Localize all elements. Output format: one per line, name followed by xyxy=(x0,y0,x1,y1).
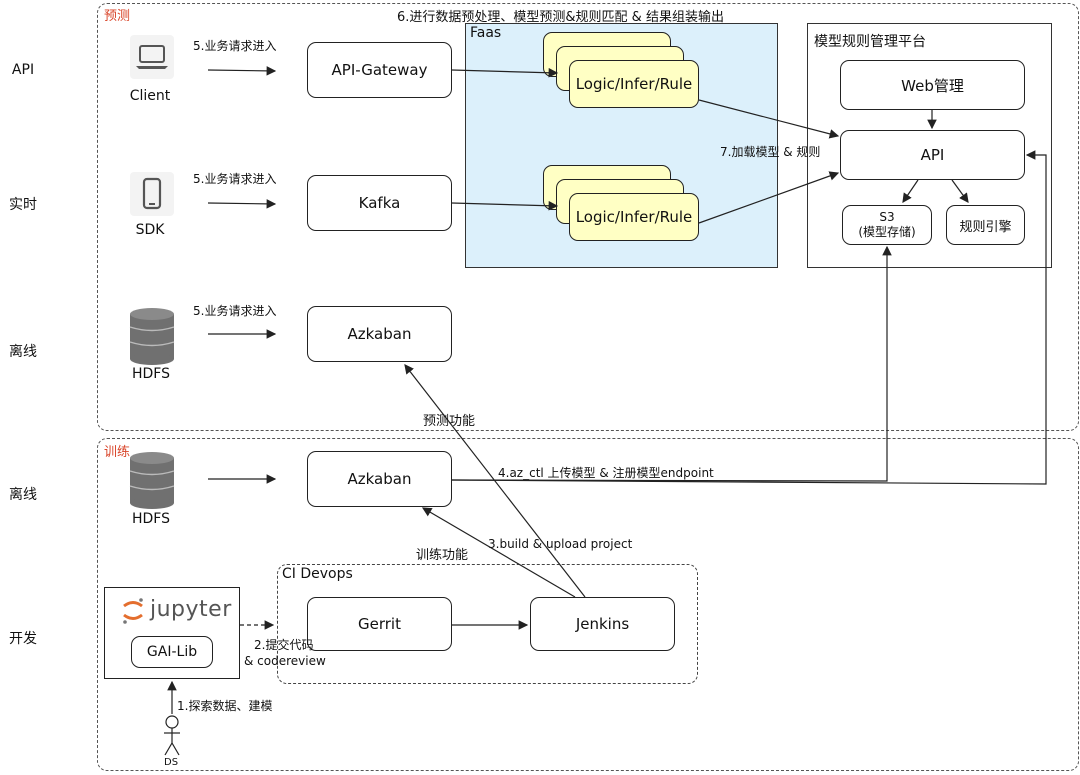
build-upload-label: 3.build & upload project xyxy=(488,537,633,551)
arrow-kafka-logic xyxy=(451,200,559,211)
row-label-offline-predict: 离线 xyxy=(9,344,37,360)
train-function-label: 训练功能 xyxy=(416,548,469,563)
request-label-sdk: 5.业务请求进入 xyxy=(193,172,277,186)
load-model-label: 7.加载模型 & 规则 xyxy=(720,145,821,159)
s3-storage-node[interactable]: S3 (模型存储) xyxy=(842,205,932,245)
row-label-dev: 开发 xyxy=(9,631,37,647)
arrow-logic-api-top xyxy=(698,99,840,139)
explore-data-label: 1.探索数据、建模 xyxy=(177,699,273,713)
train-region xyxy=(97,438,1079,771)
person-icon xyxy=(162,715,182,761)
web-admin-node[interactable]: Web管理 xyxy=(840,60,1025,110)
predict-function-label: 预测功能 xyxy=(423,414,476,429)
phone-icon xyxy=(130,172,174,220)
request-label-hdfs: 5.业务请求进入 xyxy=(193,304,277,318)
azkaban-predict-node[interactable]: Azkaban xyxy=(307,306,452,362)
arrow-azkaban-api xyxy=(451,150,1047,485)
laptop-icon xyxy=(130,35,174,83)
arrow-gateway-logic xyxy=(451,67,559,78)
gerrit-node[interactable]: Gerrit xyxy=(307,597,452,651)
arrow-client-gateway xyxy=(207,66,277,76)
jenkins-node[interactable]: Jenkins xyxy=(530,597,675,651)
hdfs-label-predict: HDFS xyxy=(131,366,170,382)
rule-engine-node[interactable]: 规则引擎 xyxy=(946,205,1025,245)
row-label-api: API xyxy=(11,62,35,78)
top-flow-label: 6.进行数据预处理、模型预测&规则匹配 & 结果组装输出 xyxy=(397,10,724,25)
upload-model-label: 4.az_ctl 上传模型 & 注册模型endpoint xyxy=(498,466,714,480)
arrow-jenkins-azkaban-predict xyxy=(404,364,586,598)
gai-lib-node[interactable]: GAI-Lib xyxy=(131,636,213,668)
faas-title: Faas xyxy=(470,25,502,41)
arrow-azkaban-s3 xyxy=(451,245,892,482)
codereview-label: & codereview xyxy=(244,654,326,668)
kafka-node[interactable]: Kafka xyxy=(307,175,452,231)
database-icon xyxy=(129,451,175,513)
s3-label: S3 xyxy=(879,210,895,224)
azkaban-train-node[interactable]: Azkaban xyxy=(307,451,452,507)
database-icon xyxy=(129,307,175,369)
train-region-title: 训练 xyxy=(104,445,131,460)
hdfs-label-train: HDFS xyxy=(131,511,170,527)
arrow-api-rule-engine xyxy=(951,179,969,203)
row-label-realtime: 实时 xyxy=(9,197,37,213)
row-label-offline-train: 离线 xyxy=(9,487,37,503)
predict-region xyxy=(97,3,1079,431)
s3-sublabel: (模型存储) xyxy=(858,225,916,239)
ds-label: DS xyxy=(164,757,179,768)
client-label: Client xyxy=(129,88,171,104)
logic-infer-rule-node[interactable]: Logic/Infer/Rule xyxy=(569,60,699,108)
arrow-sdk-kafka xyxy=(207,199,277,209)
request-label-client: 5.业务请求进入 xyxy=(193,39,277,53)
arrow-api-s3 xyxy=(902,179,919,203)
api-gateway-node[interactable]: API-Gateway xyxy=(307,42,452,98)
predict-region-title: 预测 xyxy=(104,9,131,24)
sdk-label: SDK xyxy=(135,222,165,238)
platform-api-node[interactable]: API xyxy=(840,130,1025,180)
arrow-logic-api-bottom xyxy=(698,171,840,224)
ci-devops-title: CI Devops xyxy=(282,566,353,582)
logic-infer-rule-node[interactable]: Logic/Infer/Rule xyxy=(569,193,699,241)
submit-code-label: 2.提交代码 xyxy=(254,638,314,652)
arrow-jenkins-azkaban-train xyxy=(421,507,576,598)
platform-title: 模型规则管理平台 xyxy=(814,34,926,50)
jupyter-logo-icon xyxy=(121,597,145,629)
ci-devops-container xyxy=(277,564,698,684)
jupyter-wordmark: jupyter xyxy=(150,597,232,622)
